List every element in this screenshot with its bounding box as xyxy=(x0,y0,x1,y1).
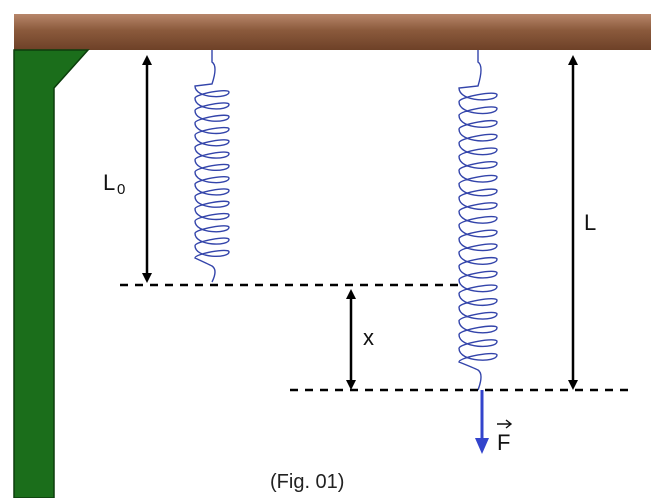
wall-support xyxy=(13,49,90,498)
elongation-label: x xyxy=(363,325,374,350)
stretched-spring xyxy=(458,50,498,391)
force-vector-accent xyxy=(497,419,513,429)
force-arrow-head xyxy=(475,438,489,454)
relaxed-spring xyxy=(194,50,230,283)
stretched-length-label: L xyxy=(584,210,596,235)
figure-caption: (Fig. 01) xyxy=(270,471,344,493)
natural-length-subscript: 0 xyxy=(117,181,125,198)
ceiling-beam xyxy=(14,14,651,50)
force-label: F xyxy=(497,430,510,455)
natural-length-label: L xyxy=(103,170,115,195)
